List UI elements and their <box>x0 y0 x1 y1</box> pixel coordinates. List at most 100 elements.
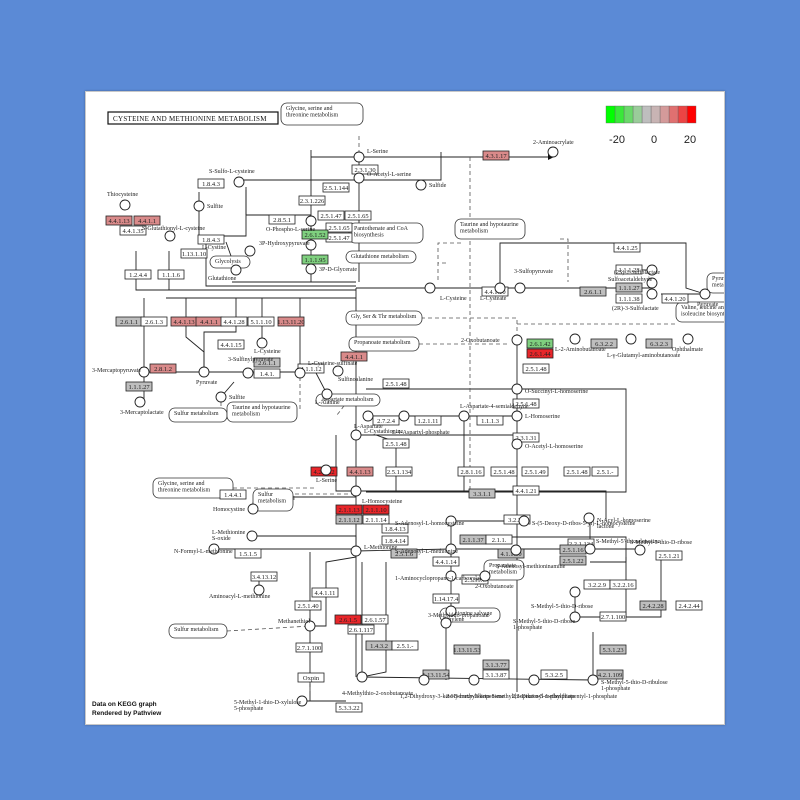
enzyme-box[interactable]: 1.4.3.2 <box>365 640 393 651</box>
compound-circle[interactable] <box>699 288 711 300</box>
enzyme-box[interactable]: 2.5.1.47 <box>325 232 353 243</box>
compound-node[interactable]: L-Aspartate <box>354 410 383 430</box>
enzyme-box[interactable]: 4.4.1.15 <box>217 339 245 350</box>
compound-node[interactable]: O-Acetyl-L-serine <box>353 172 412 184</box>
compound-circle[interactable] <box>332 365 344 377</box>
enzyme-box[interactable]: 2.5.1.21 <box>655 550 683 561</box>
enzyme-box[interactable]: 5.3.3.22 <box>335 702 363 713</box>
compound-circle[interactable] <box>682 333 694 345</box>
enzyme-box[interactable]: 1.8.4.14 <box>381 535 409 546</box>
enzyme-box[interactable]: 1.13.11.53 <box>453 644 481 655</box>
enzyme-box[interactable]: 1.14.17.4 <box>432 593 460 604</box>
map-link[interactable]: Glutathione metabolism <box>345 250 417 264</box>
compound-node[interactable]: S-Adenosyl-L-methionine <box>395 543 458 555</box>
compound-circle[interactable] <box>445 570 457 582</box>
compound-circle[interactable] <box>356 671 368 683</box>
enzyme-box[interactable]: 2.5.1.- <box>591 466 619 477</box>
enzyme-box[interactable]: 1.5.1.5 <box>234 548 262 559</box>
compound-node[interactable]: 2-Aminoacrylate <box>533 140 574 158</box>
compound-node[interactable]: 3-Mercaptopyruvate <box>92 366 150 378</box>
compound-node[interactable]: 4-Methylthio-2-oxobutanoate <box>342 671 413 697</box>
enzyme-box[interactable]: 2.7.2.4 <box>372 415 400 426</box>
enzyme-box[interactable]: 5.1.1.10 <box>247 316 275 327</box>
enzyme-box[interactable]: 2.5.1.48 <box>512 398 540 409</box>
enzyme-box[interactable]: 2.6.1.3 <box>140 316 168 327</box>
compound-circle[interactable] <box>350 545 362 557</box>
compound-circle[interactable] <box>424 282 436 294</box>
enzyme-box[interactable]: 2.8.1.2 <box>149 363 177 374</box>
compound-circle[interactable] <box>625 333 637 345</box>
compound-node[interactable]: Homocystine <box>213 503 259 515</box>
compound-circle[interactable] <box>353 172 365 184</box>
enzyme-box[interactable]: 4.4.1.28 <box>220 316 248 327</box>
compound-node[interactable]: O-Acetyl-L-homoserine <box>511 438 583 450</box>
enzyme-box[interactable]: 4.4.1.1 <box>340 351 368 362</box>
compound-node[interactable]: L-Cysteine <box>424 282 467 302</box>
enzyme-box[interactable]: 2.6.1.1 <box>579 286 607 297</box>
compound-circle[interactable] <box>321 388 333 400</box>
compound-node[interactable]: S-Glutathionyl-L-cysteine <box>142 226 205 242</box>
enzyme-box[interactable]: 1.1.1.95 <box>301 254 329 265</box>
compound-circle[interactable] <box>569 611 581 623</box>
compound-node[interactable]: 2-Oxobutanoate <box>461 334 523 346</box>
compound-node[interactable]: 2-Hydroxy-3-keto-5-methylthiopentenyl-1-… <box>446 674 575 700</box>
compound-node[interactable]: L-Serine <box>353 149 388 163</box>
compound-node[interactable]: 1,2-Dihydroxy-3-keto-5-methylthiopentene <box>400 674 505 700</box>
compound-node[interactable]: 3-Methylthio-propanoate <box>428 613 489 629</box>
compound-node[interactable]: Sulfide <box>415 179 447 191</box>
enzyme-box[interactable]: 1.2.1.11 <box>414 415 442 426</box>
enzyme-box[interactable]: 3.3.1.1 <box>468 488 496 499</box>
map-link[interactable]: Sulfur metabolism <box>168 407 228 423</box>
enzyme-box[interactable]: 1.1.1.3 <box>476 415 504 426</box>
compound-circle[interactable] <box>294 367 306 379</box>
compound-node[interactable]: O-Phospho-L-serine <box>266 215 317 233</box>
enzyme-box[interactable]: 1.1.1.6 <box>157 269 185 280</box>
compound-node[interactable]: S-Adenosyl-L-homocysteine <box>395 515 465 527</box>
compound-circle[interactable] <box>646 277 658 289</box>
enzyme-box[interactable]: 1.1.1.38 <box>615 293 643 304</box>
compound-circle[interactable] <box>634 544 646 556</box>
compound-circle[interactable] <box>208 543 220 555</box>
compound-node[interactable]: 3P-D-Glycerate <box>305 263 357 275</box>
compound-circle[interactable] <box>138 366 150 378</box>
enzyme-box[interactable]: 2.1.1.12 <box>335 514 363 525</box>
compound-circle[interactable] <box>511 334 523 346</box>
compound-circle[interactable] <box>584 543 596 555</box>
enzyme-box[interactable]: 4.4.1.13 <box>105 215 133 226</box>
compound-circle[interactable] <box>247 503 259 515</box>
enzyme-box[interactable]: 2.5.1.48 <box>522 363 550 374</box>
compound-node[interactable]: L-Cystine <box>202 245 256 257</box>
enzyme-box[interactable]: 2.6.1.57 <box>361 614 389 625</box>
enzyme-box[interactable]: 1.8.4.13 <box>381 523 409 534</box>
compound-circle[interactable] <box>304 620 316 632</box>
compound-circle[interactable] <box>468 674 480 686</box>
compound-node[interactable]: Ophthalmate <box>672 333 703 353</box>
enzyme-box[interactable]: 2.7.1.100 <box>295 642 323 653</box>
enzyme-box[interactable]: 2.5.1.- <box>391 640 419 651</box>
enzyme-box[interactable]: 1.1.1.28 <box>615 264 643 275</box>
enzyme-box[interactable]: 3.4.13.12 <box>250 571 278 582</box>
enzyme-box[interactable]: 2.5.1.6 <box>390 548 418 559</box>
compound-circle[interactable] <box>350 485 362 497</box>
compound-node[interactable]: Pyruvate <box>697 288 719 308</box>
enzyme-box[interactable]: 2.5.1.134 <box>385 466 413 477</box>
enzyme-box[interactable]: 2.5.1.40 <box>294 600 322 611</box>
compound-node[interactable]: Pyruvate <box>196 366 218 386</box>
compound-circle[interactable] <box>233 176 245 188</box>
map-link[interactable]: Propanoate metabolism <box>348 336 420 352</box>
compound-circle[interactable] <box>230 264 242 276</box>
enzyme-box[interactable]: 2.3.1.31 <box>512 432 540 443</box>
enzyme-box[interactable]: 1.8.4.3 <box>197 178 225 189</box>
compound-node[interactable]: (2S)-2-Sulfolactate <box>614 264 660 276</box>
compound-circle[interactable] <box>510 544 522 556</box>
enzyme-box[interactable]: 4.4.1.13 <box>170 316 198 327</box>
compound-circle[interactable] <box>253 584 265 596</box>
enzyme-box[interactable]: 1.13.11.20 <box>277 316 305 327</box>
compound-node[interactable]: L-2-Aminobutanoate <box>555 333 606 353</box>
enzyme-box[interactable]: 4.4.1.20 <box>661 293 689 304</box>
compound-circle[interactable] <box>296 695 308 707</box>
